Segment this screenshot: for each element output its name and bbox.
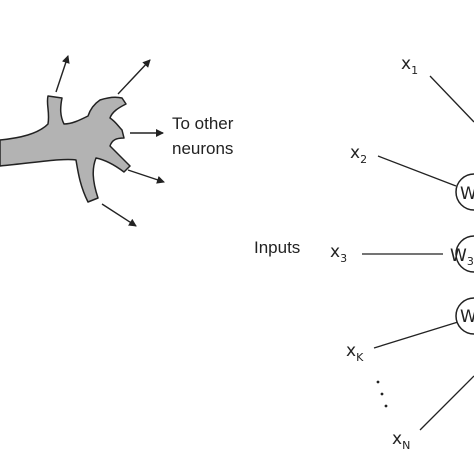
weight-circle	[455, 173, 474, 211]
axon-label-line2: neurons	[172, 139, 233, 158]
weight-subscript: 3	[467, 255, 474, 268]
inputs-label: Inputs	[254, 238, 300, 257]
output-arrow	[117, 59, 151, 95]
svg-text:W: W	[460, 307, 474, 327]
svg-text:W: W	[460, 184, 474, 204]
input-label-x2: x2	[350, 143, 367, 166]
weight-label: W	[460, 184, 474, 204]
input-line-k	[373, 321, 459, 349]
weight-label: W	[450, 246, 467, 266]
input-label-xk: xK	[346, 341, 364, 364]
input-line-2	[377, 155, 457, 187]
axon-label-line1: To other	[172, 114, 234, 133]
input-line-1	[429, 75, 474, 123]
weight-circle	[455, 235, 474, 273]
weight-node-3: W3	[450, 235, 474, 273]
output-arrows	[55, 55, 165, 227]
input-label-xn: xN	[392, 429, 410, 452]
input-connections	[362, 75, 474, 431]
axon-terminal-body	[0, 95, 131, 203]
weight-circle	[455, 297, 474, 335]
output-arrow	[101, 203, 137, 227]
ellipsis-dot	[380, 392, 384, 396]
axon-terminal-shape	[0, 95, 131, 203]
svg-text:W3: W3	[450, 246, 474, 268]
output-arrow	[127, 169, 165, 184]
input-label-x3: x3	[330, 242, 347, 265]
ellipsis-dots	[376, 380, 388, 408]
ellipsis-dot	[376, 380, 380, 384]
weight-label: W	[460, 307, 474, 327]
output-arrow	[55, 55, 70, 93]
weight-node-bottom: W	[455, 297, 474, 335]
ellipsis-dot	[384, 404, 388, 408]
input-line-n	[419, 375, 474, 431]
input-label-x1: x1	[401, 54, 418, 77]
weight-node-top: W	[455, 173, 474, 211]
